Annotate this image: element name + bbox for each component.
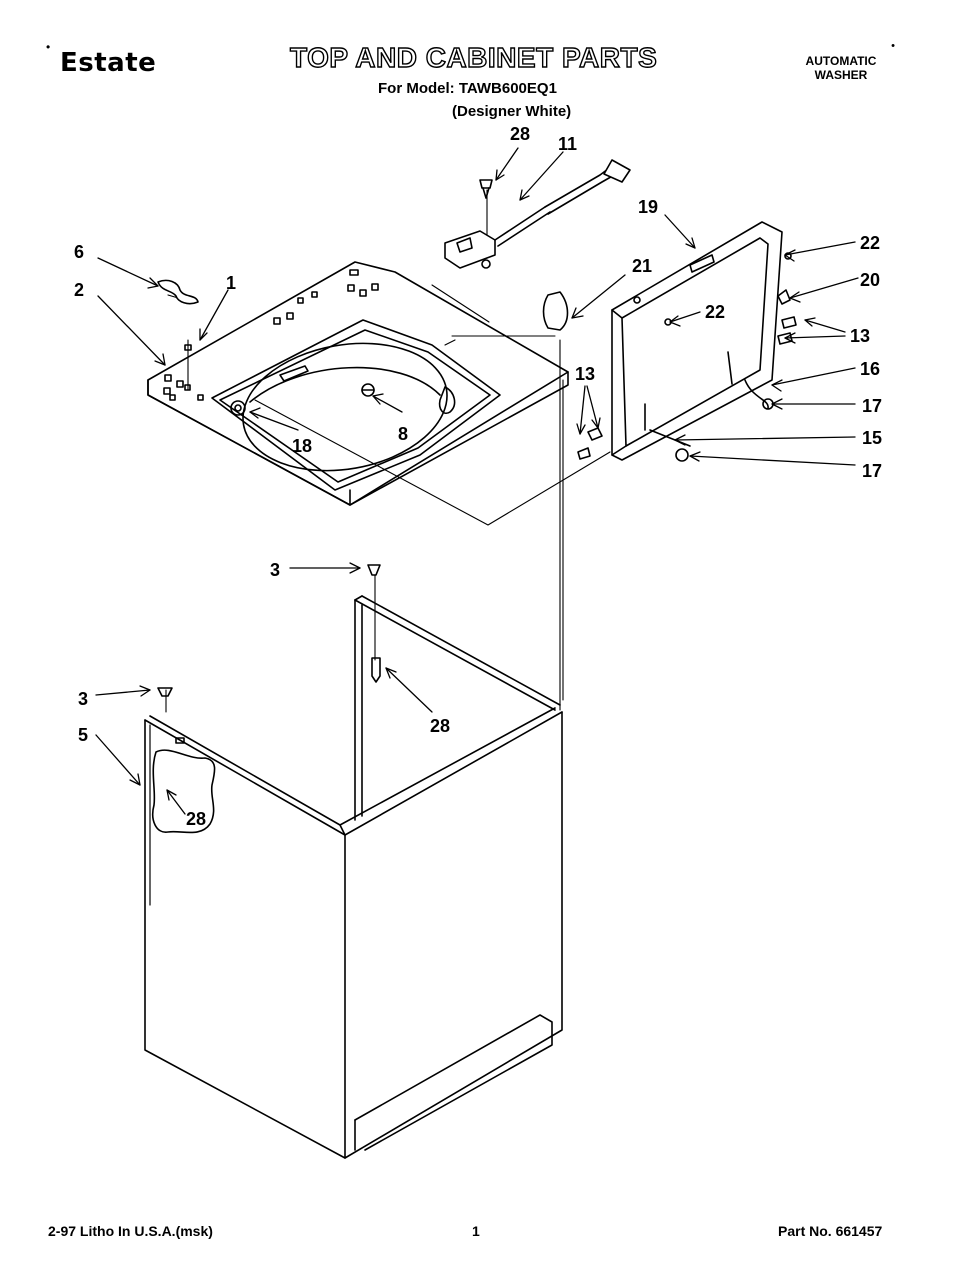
print-info: 2-97 Litho In U.S.A.(msk)	[48, 1223, 213, 1239]
callout-3: 3	[270, 560, 280, 580]
model-line: For Model: TAWB600EQ1	[378, 80, 557, 97]
callout-17: 17	[862, 461, 882, 481]
callout-3: 3	[78, 689, 88, 709]
callout-17: 17	[862, 396, 882, 416]
callout-19: 19	[638, 197, 658, 217]
callout-13: 13	[850, 326, 870, 346]
screw	[367, 564, 381, 576]
lid-switch-assembly	[444, 159, 631, 269]
lid-bumper	[542, 291, 569, 331]
washer-lid	[577, 221, 797, 462]
callout-11: 11	[558, 134, 577, 154]
callout-18: 18	[292, 436, 312, 456]
callout-16: 16	[860, 359, 880, 379]
leader-arrows	[95, 147, 859, 815]
callout-21: 21	[632, 256, 652, 276]
callout-6: 6	[74, 242, 84, 262]
color-line: (Designer White)	[452, 103, 572, 120]
washer-top-panel	[147, 261, 569, 506]
registration-dot: •	[891, 40, 895, 52]
callout-5: 5	[78, 725, 88, 745]
product-type: AUTOMATIC WASHER	[805, 54, 877, 82]
callout-20: 20	[860, 270, 880, 290]
hinge-clip	[157, 279, 199, 305]
brand-logo: Estate	[60, 48, 157, 78]
callout-1: 1	[226, 273, 236, 293]
callout-2: 2	[74, 280, 84, 300]
part-number: Part No. 661457	[778, 1223, 883, 1239]
callout-28: 28	[186, 809, 206, 829]
callout-28: 28	[510, 124, 530, 144]
screw	[157, 687, 173, 697]
callout-labels: 6 2 1 18 8 28 11 21 19 22 20 22 13 13 16…	[74, 124, 882, 829]
guide-lines	[165, 189, 611, 713]
callout-22: 22	[705, 302, 725, 322]
callout-8: 8	[398, 424, 408, 444]
callout-22: 22	[860, 233, 880, 253]
callout-15: 15	[862, 428, 882, 448]
registration-dot: •	[46, 40, 51, 54]
page-title: TOP AND CABINET PARTS	[289, 41, 658, 73]
screw	[371, 657, 381, 683]
callout-13: 13	[575, 364, 595, 384]
callout-28: 28	[430, 716, 450, 736]
page-number: 1	[472, 1223, 480, 1239]
washer-cabinet	[144, 595, 563, 1159]
